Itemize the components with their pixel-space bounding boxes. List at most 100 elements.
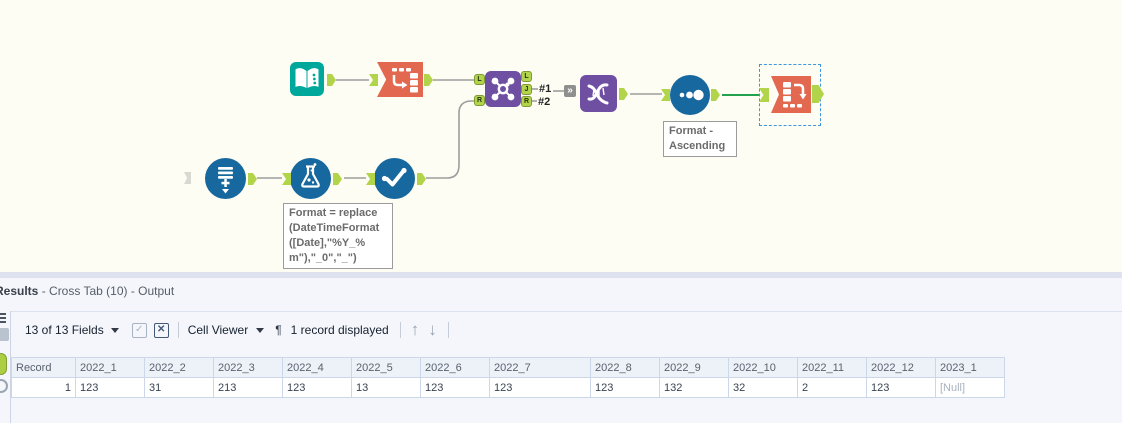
transpose-output-anchor[interactable] <box>424 74 433 86</box>
join-output-left-anchor[interactable]: L <box>521 71 532 82</box>
scroll-down-arrow[interactable]: ↓ <box>428 320 437 339</box>
select-input-anchor[interactable] <box>366 173 375 185</box>
connection-wires <box>257 79 759 179</box>
data-cell[interactable]: 32 <box>728 377 798 398</box>
data-cell[interactable]: 123 <box>282 377 352 398</box>
sort-annotation-line: Format - <box>669 125 713 137</box>
column-header[interactable]: 2023_1 <box>935 357 1005 378</box>
select-output-anchor[interactable] <box>417 173 426 185</box>
results-title-context: - Cross Tab (10) - Output <box>38 284 175 298</box>
formula-icon <box>301 163 320 188</box>
output-anchor-button[interactable] <box>0 353 7 375</box>
data-cell[interactable]: 31 <box>144 377 214 398</box>
data-view-icon[interactable] <box>0 328 9 341</box>
column-header[interactable]: 2022_1 <box>75 357 145 378</box>
workflow-canvas[interactable]: L R L J R #1 #2 » Format - Ascending <box>0 0 1122 272</box>
cross-tab-tool[interactable] <box>771 76 811 113</box>
input-data-tool[interactable] <box>290 62 324 96</box>
join-input-left-anchor[interactable]: L <box>474 74 485 85</box>
generate-rows-icon <box>218 167 233 194</box>
join-input-right-anchor[interactable]: R <box>474 95 485 106</box>
fields-dropdown[interactable]: 13 of 13 Fields <box>25 323 104 337</box>
checkmark-box-icon[interactable]: ✓ <box>131 322 147 338</box>
column-header[interactable]: 2022_3 <box>213 357 283 378</box>
results-panel-title: Results - Cross Tab (10) - Output <box>0 284 174 298</box>
column-header[interactable]: 2022_8 <box>590 357 660 378</box>
toolbar-separator <box>399 322 401 338</box>
column-header[interactable]: 2022_12 <box>866 357 936 378</box>
anchor-circle-button[interactable] <box>0 379 8 393</box>
data-cell[interactable]: 213 <box>213 377 283 398</box>
sort-annotation[interactable]: Format - Ascending <box>663 121 737 157</box>
join-tool[interactable] <box>485 71 521 107</box>
cell-viewer-dropdown[interactable]: Cell Viewer <box>187 323 249 337</box>
column-header[interactable]: Record <box>11 357 76 378</box>
generate-rows-optional-input-anchor[interactable] <box>184 172 191 184</box>
sort-output-anchor[interactable] <box>711 89 720 101</box>
data-cell[interactable]: 2 <box>797 377 867 398</box>
sort-input-anchor[interactable] <box>661 89 670 101</box>
data-cell[interactable]: 123 <box>420 377 490 398</box>
column-header[interactable]: 2022_10 <box>728 357 798 378</box>
wireless-connection-icon[interactable]: » <box>564 85 576 97</box>
formula-input-anchor[interactable] <box>282 173 291 185</box>
select-tool[interactable] <box>374 158 415 199</box>
join-output-right-anchor[interactable]: R <box>521 96 532 107</box>
null-data-cell[interactable]: [Null] <box>935 377 1005 398</box>
connection-label-2: #2 <box>538 96 551 108</box>
data-cell[interactable]: 123 <box>590 377 660 398</box>
transpose-input-anchor[interactable] <box>369 74 378 86</box>
results-panel: Results - Cross Tab (10) - Output 13 of … <box>0 278 1122 423</box>
wire-select-to-join[interactable] <box>426 100 475 179</box>
generate-rows-output-anchor[interactable] <box>248 173 257 185</box>
data-cell[interactable]: 13 <box>351 377 421 398</box>
formula-annotation[interactable]: Format = replace (DateTimeFormat ([Date]… <box>283 203 393 269</box>
results-title-label: Results <box>0 284 39 298</box>
data-cell[interactable]: 132 <box>659 377 729 398</box>
formula-tool[interactable] <box>290 158 331 199</box>
formula-output-anchor[interactable] <box>333 173 342 185</box>
column-header[interactable]: 2022_6 <box>420 357 490 378</box>
formula-annotation-line: (DateTimeFormat <box>289 222 380 234</box>
data-cell[interactable]: 123 <box>75 377 145 398</box>
data-cell[interactable]: 123 <box>866 377 936 398</box>
column-header[interactable]: 2022_7 <box>489 357 591 378</box>
join-icon <box>491 77 515 101</box>
input-data-icon <box>295 68 319 88</box>
input-data-output-anchor[interactable] <box>327 74 336 86</box>
union-icon <box>587 83 609 105</box>
transpose-icon <box>392 68 418 93</box>
join-output-join-anchor[interactable]: J <box>521 84 532 95</box>
sort-icon <box>679 89 704 101</box>
column-header[interactable]: 2022_11 <box>797 357 867 378</box>
record-count-label: 1 record displayed <box>290 323 389 337</box>
column-header[interactable]: 2022_2 <box>144 357 214 378</box>
data-cell[interactable]: 123 <box>489 377 591 398</box>
column-header[interactable]: 2022_5 <box>351 357 421 378</box>
metadata-view-icon[interactable] <box>0 313 6 324</box>
column-header[interactable]: 2022_9 <box>659 357 729 378</box>
sort-annotation-line: Ascending <box>669 140 726 152</box>
chevron-down-icon[interactable] <box>256 327 265 333</box>
results-data-grid: Record 2022_1 2022_2 2022_3 2022_4 2022_… <box>11 357 1005 398</box>
x-box-icon[interactable]: ✕ <box>153 322 169 338</box>
cross-tab-icon <box>783 82 807 108</box>
cross-tab-output-anchor[interactable] <box>812 85 824 103</box>
grid-header-row: Record 2022_1 2022_2 2022_3 2022_4 2022_… <box>11 357 1005 378</box>
sort-tool[interactable] <box>670 75 710 115</box>
transpose-tool[interactable] <box>377 62 423 97</box>
anchor-strip-divider <box>10 311 11 423</box>
chevron-down-icon[interactable] <box>110 327 119 333</box>
pilcrow-icon[interactable]: ¶ <box>275 323 282 337</box>
cross-tab-input-anchor[interactable] <box>759 88 769 102</box>
connection-label-1: #1 <box>539 83 552 95</box>
formula-annotation-line: m"),"_0","_") <box>289 252 357 264</box>
record-number-cell[interactable]: 1 <box>11 377 76 398</box>
union-output-anchor[interactable] <box>619 88 628 100</box>
panel-splitter[interactable] <box>0 272 1122 278</box>
grid-data-row: 1 123 31 213 123 13 123 123 123 132 32 2… <box>11 377 1005 398</box>
column-header[interactable]: 2022_4 <box>282 357 352 378</box>
union-tool[interactable] <box>580 75 617 112</box>
generate-rows-tool[interactable] <box>205 158 246 199</box>
scroll-up-arrow[interactable]: ↑ <box>410 320 420 339</box>
